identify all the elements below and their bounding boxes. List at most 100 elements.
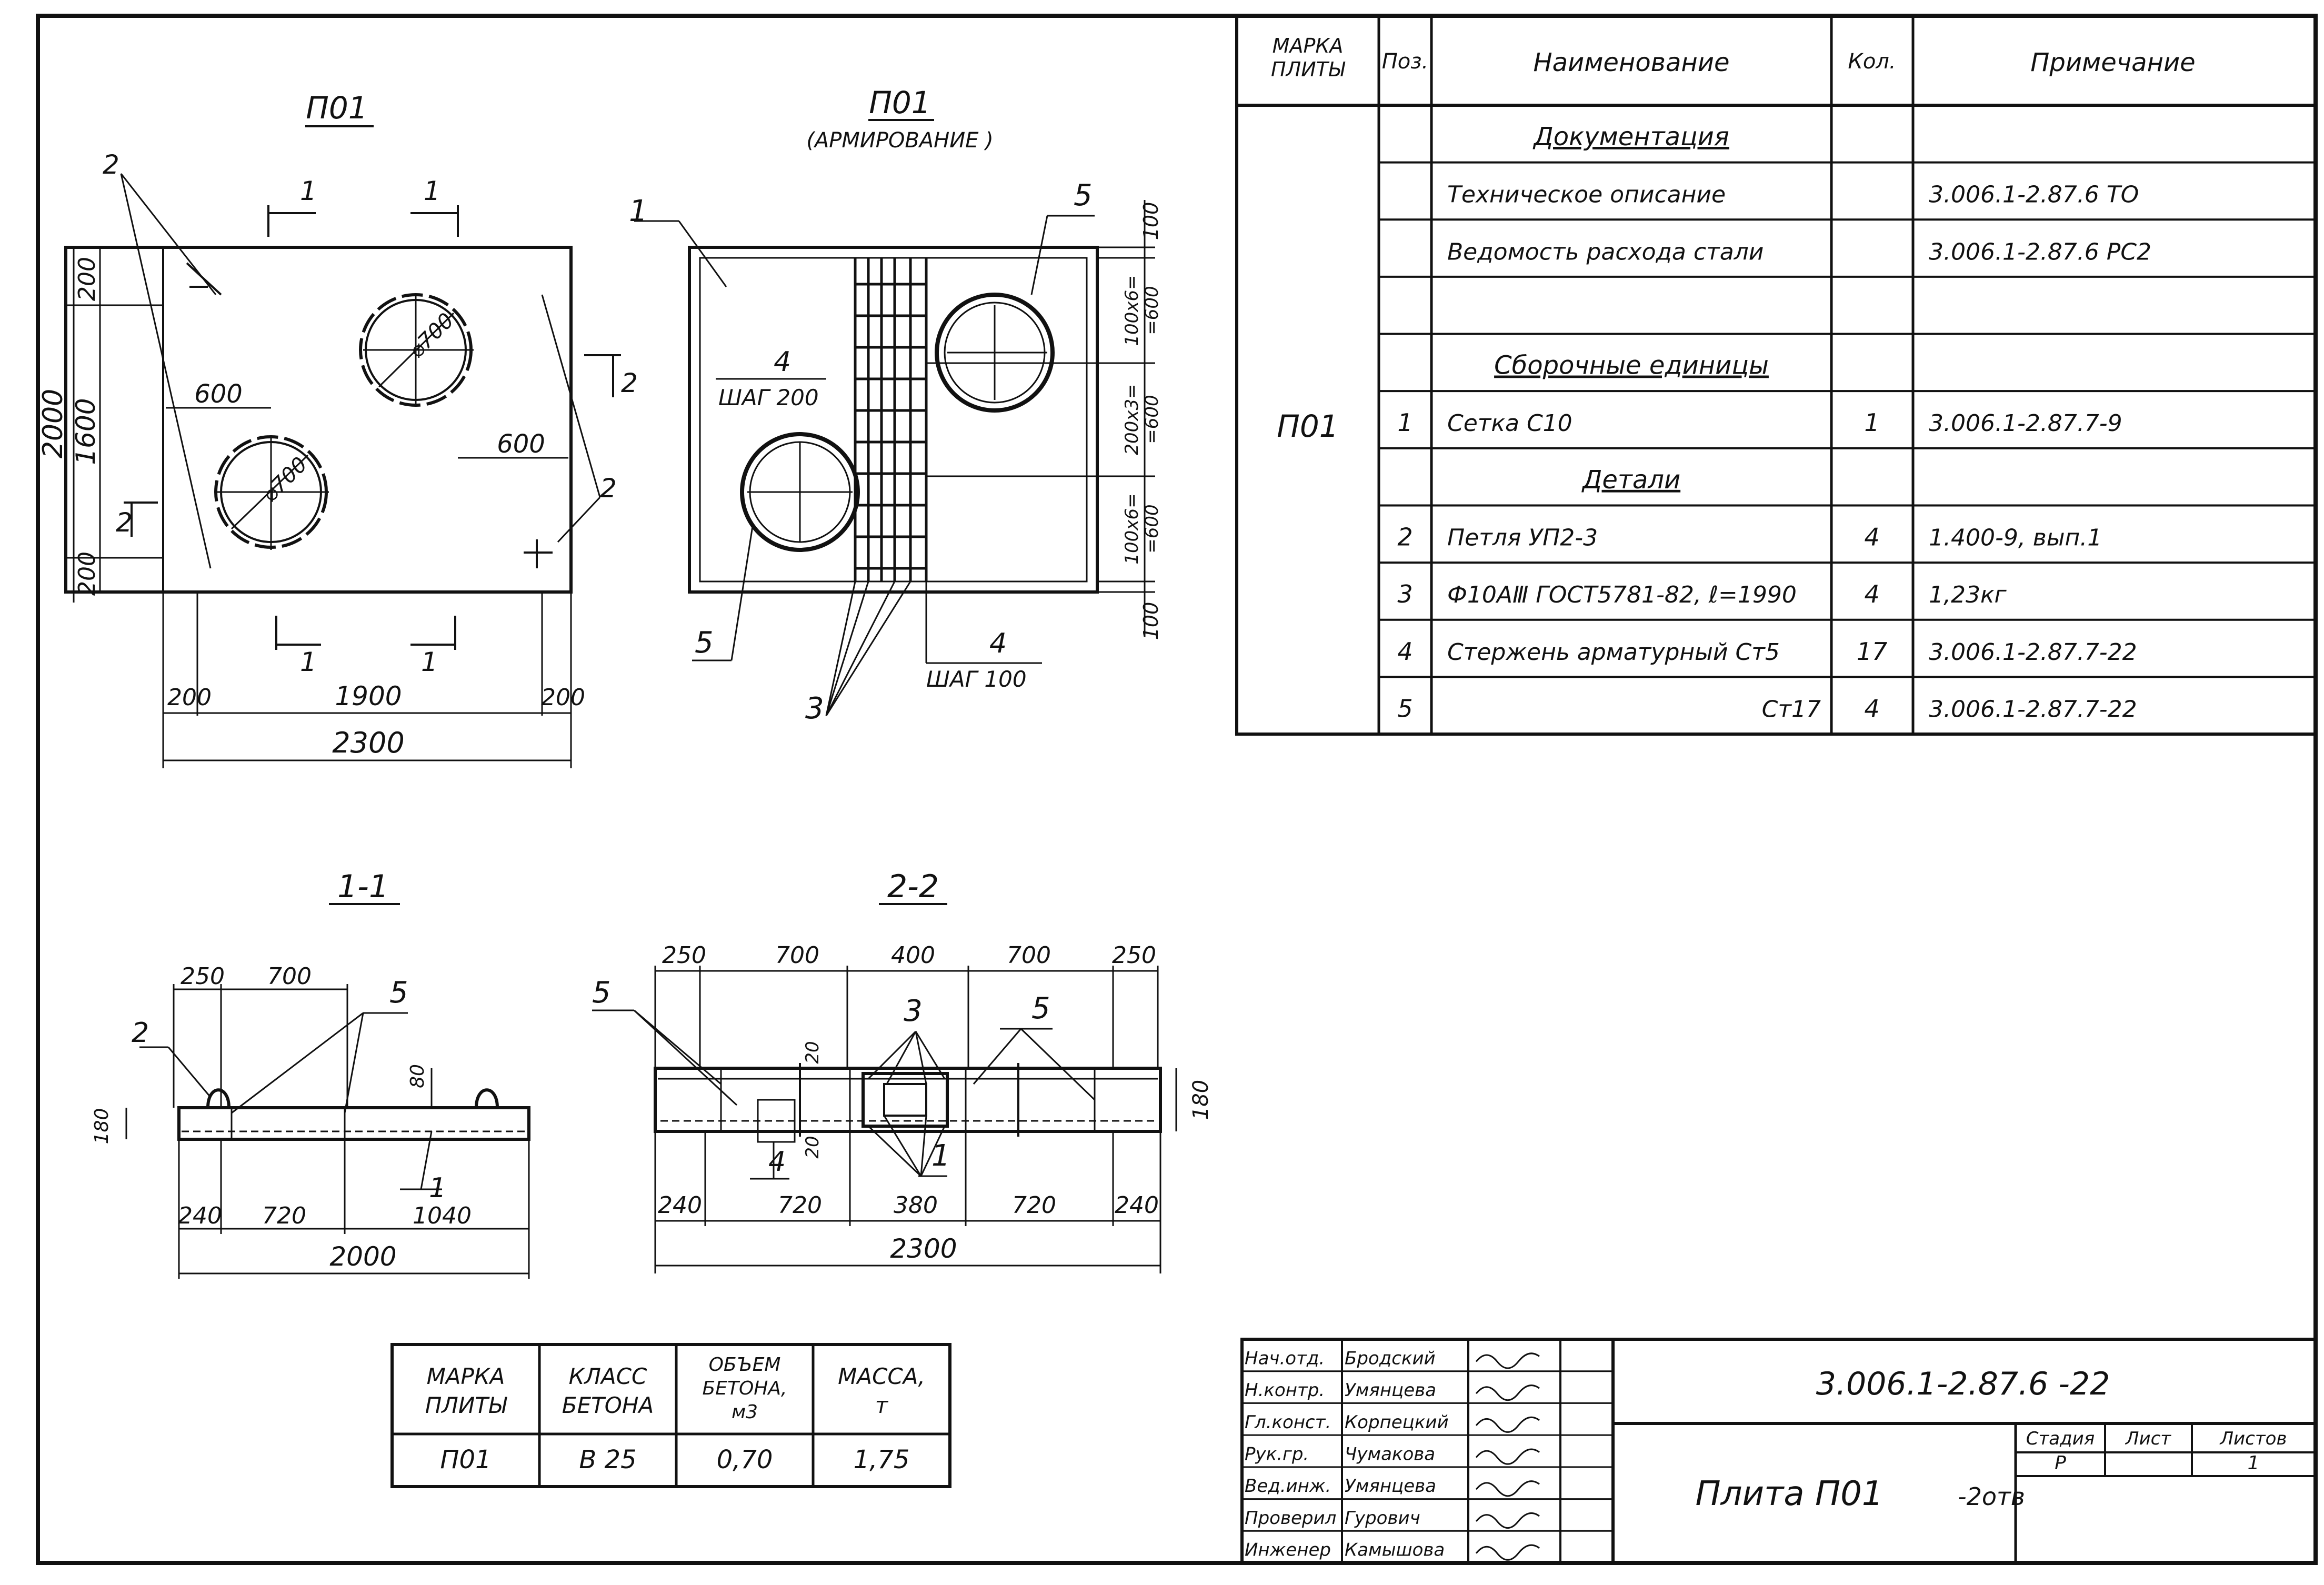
sec11-dim-720: 720 bbox=[262, 1202, 306, 1229]
tb-staff-role: Проверил bbox=[1245, 1508, 1336, 1529]
sec22-dim-240-right: 240 bbox=[1115, 1192, 1159, 1219]
spec-row-pos: 5 bbox=[1397, 694, 1413, 723]
sec11-title: 1-1 bbox=[337, 868, 389, 905]
sheet-frame bbox=[36, 14, 2318, 1565]
plan-view-title: П01 bbox=[306, 90, 367, 126]
plan-dim-600-a: 600 bbox=[194, 379, 243, 409]
reinf-pos1-label: 1 bbox=[629, 194, 648, 228]
plan-cut1-top-a: 1 bbox=[300, 176, 317, 206]
concrete-header-mass-2: т bbox=[875, 1392, 889, 1418]
sec22-dim-720-right: 720 bbox=[1012, 1192, 1056, 1219]
reinf-view-subtitle: (АРМИРОВАНИЕ ) bbox=[806, 128, 994, 153]
spec-row-name: Техническое описание bbox=[1447, 182, 1726, 208]
sec22-dim-250-right: 250 bbox=[1112, 942, 1156, 969]
sec11-dim-700: 700 bbox=[267, 963, 312, 990]
concrete-mark: П01 bbox=[440, 1445, 491, 1474]
reinf-dim-600-a: =600 bbox=[1141, 286, 1163, 335]
spec-header-name: Наименование bbox=[1533, 48, 1729, 77]
tb-staff-name: Бродский bbox=[1345, 1348, 1436, 1369]
reinf-slab-outline bbox=[688, 246, 1099, 594]
concrete-header-volume-2: БЕТОНА, bbox=[703, 1378, 787, 1399]
spec-row-heading: Документация bbox=[1532, 122, 1729, 152]
tb-stage-label: Стадия bbox=[2026, 1428, 2095, 1449]
sec22-pos3-label: 3 bbox=[904, 994, 923, 1028]
plan-dim-200-top: 200 bbox=[74, 257, 101, 301]
concrete-volume: 0,70 bbox=[717, 1445, 773, 1474]
sec22-dim-180: 180 bbox=[1189, 1080, 1213, 1120]
sec11-dim-1040: 1040 bbox=[413, 1202, 472, 1229]
concrete-header-class-1: КЛАСС bbox=[569, 1363, 647, 1389]
tb-staff-name: Корпецкий bbox=[1345, 1412, 1449, 1433]
reinf-pos4-top-label: 4 bbox=[774, 346, 791, 378]
sec11-dim-2000: 2000 bbox=[329, 1241, 396, 1272]
plan-dim-200-right: 200 bbox=[541, 684, 585, 711]
reinforcement-view: П01 (АРМИРОВАНИЕ ) bbox=[629, 85, 1163, 726]
concrete-header-mark-1: МАРКА bbox=[427, 1363, 505, 1389]
tb-staff-role: Вед.инж. bbox=[1245, 1476, 1331, 1497]
tb-staff-role: Гл.конст. bbox=[1245, 1412, 1331, 1433]
reinf-dim-200x3: 200х3= bbox=[1121, 384, 1143, 455]
sec22-pos5-right-label: 5 bbox=[1031, 991, 1050, 1026]
spec-row-qty: 4 bbox=[1864, 523, 1879, 551]
plan-dim-1600: 1600 bbox=[71, 398, 101, 465]
spec-row-note: 1.400-9, вып.1 bbox=[1929, 525, 2102, 551]
spec-header-mark-1: МАРКА bbox=[1273, 34, 1344, 57]
spec-row-heading: Детали bbox=[1581, 465, 1680, 495]
concrete-header-class-2: БЕТОНА bbox=[562, 1392, 654, 1418]
tb-staff-role: Рук.гр. bbox=[1245, 1444, 1309, 1465]
reinf-ring-a bbox=[935, 293, 1055, 413]
sec22-dim-240-left: 240 bbox=[658, 1192, 702, 1219]
plan-view: П01 ⌀700 ⌀700 2 2 1 1 bbox=[37, 90, 638, 768]
plan-cut1-bot-a: 1 bbox=[300, 647, 317, 677]
spec-row-name: Стержень арматурный Ст5 bbox=[1447, 639, 1780, 666]
spec-header-qty: Кол. bbox=[1848, 49, 1896, 74]
spec-header-mark-2: ПЛИТЫ bbox=[1271, 58, 1346, 81]
tb-signature bbox=[1475, 1448, 1540, 1465]
sec22-slab bbox=[654, 1067, 1162, 1133]
spec-row-name: Ст17 bbox=[1762, 696, 1821, 723]
reinf-pos3-label: 3 bbox=[805, 691, 824, 726]
sec22-dim-700-right: 700 bbox=[1007, 942, 1051, 969]
sec11-dim-180: 180 bbox=[91, 1108, 113, 1145]
reinf-step200: ШАГ 200 bbox=[718, 385, 819, 410]
tb-staff-role: Н.контр. bbox=[1245, 1380, 1325, 1401]
sec22-dim-400: 400 bbox=[891, 942, 935, 969]
spec-row-qty: 4 bbox=[1864, 580, 1879, 608]
plan-dim-200-left: 200 bbox=[167, 684, 212, 711]
sec22-dim-2300: 2300 bbox=[890, 1233, 957, 1264]
concrete-header-volume-3: м3 bbox=[732, 1401, 758, 1423]
section-1-1: 1-1 250 700 180 80 2 5 1 bbox=[91, 868, 530, 1279]
reinf-dim-100-top: 100 bbox=[1139, 202, 1163, 240]
spec-row-pos: 2 bbox=[1397, 523, 1413, 551]
sec11-pos1-label: 1 bbox=[429, 1172, 446, 1204]
spec-row-name: Петля УП2-3 bbox=[1447, 525, 1598, 551]
spec-row-pos: 3 bbox=[1397, 580, 1413, 608]
reinf-pos5-top-label: 5 bbox=[1074, 178, 1093, 213]
plan-dim-200-bot: 200 bbox=[74, 551, 101, 596]
tb-signature bbox=[1475, 1512, 1540, 1529]
sec22-dim-720-left: 720 bbox=[778, 1192, 822, 1219]
title-block: Нач.отд.БродскийН.контр.УмянцеваГл.конст… bbox=[1240, 1338, 2317, 1564]
spec-row-note: 3.006.1-2.87.7-22 bbox=[1929, 696, 2137, 723]
plan-hole-b-dia: ⌀700 bbox=[258, 453, 313, 507]
sec22-dim-380: 380 bbox=[894, 1192, 938, 1219]
plan-dim-2300: 2300 bbox=[332, 726, 404, 759]
tb-sheet-label: Лист bbox=[2125, 1428, 2171, 1449]
sec11-dim-80: 80 bbox=[407, 1064, 428, 1088]
reinf-dim-600-c: =600 bbox=[1141, 504, 1163, 553]
tb-staff-name: Умянцева bbox=[1345, 1476, 1436, 1497]
plan-slab-outline bbox=[64, 246, 573, 594]
tb-signature bbox=[1475, 1544, 1540, 1561]
tb-staff-name: Чумакова bbox=[1345, 1444, 1435, 1465]
reinf-pos5-bottom-label: 5 bbox=[695, 626, 714, 660]
sec11-dim-240: 240 bbox=[178, 1202, 222, 1229]
sec11-dim-250: 250 bbox=[181, 963, 225, 990]
reinf-ring-b bbox=[740, 432, 860, 552]
sec22-dim-20-b: 20 bbox=[802, 1136, 823, 1158]
sec22-pos4-label: 4 bbox=[768, 1146, 786, 1178]
tb-staff-name: Гурович bbox=[1345, 1508, 1420, 1529]
tb-title: Плита П01 bbox=[1695, 1474, 1883, 1513]
sec22-dim-700-left: 700 bbox=[775, 942, 819, 969]
tb-sheets: 1 bbox=[2248, 1452, 2260, 1474]
spec-row-name: Ф10АⅢ ГОСТ5781-82, ℓ=1990 bbox=[1447, 581, 1797, 608]
